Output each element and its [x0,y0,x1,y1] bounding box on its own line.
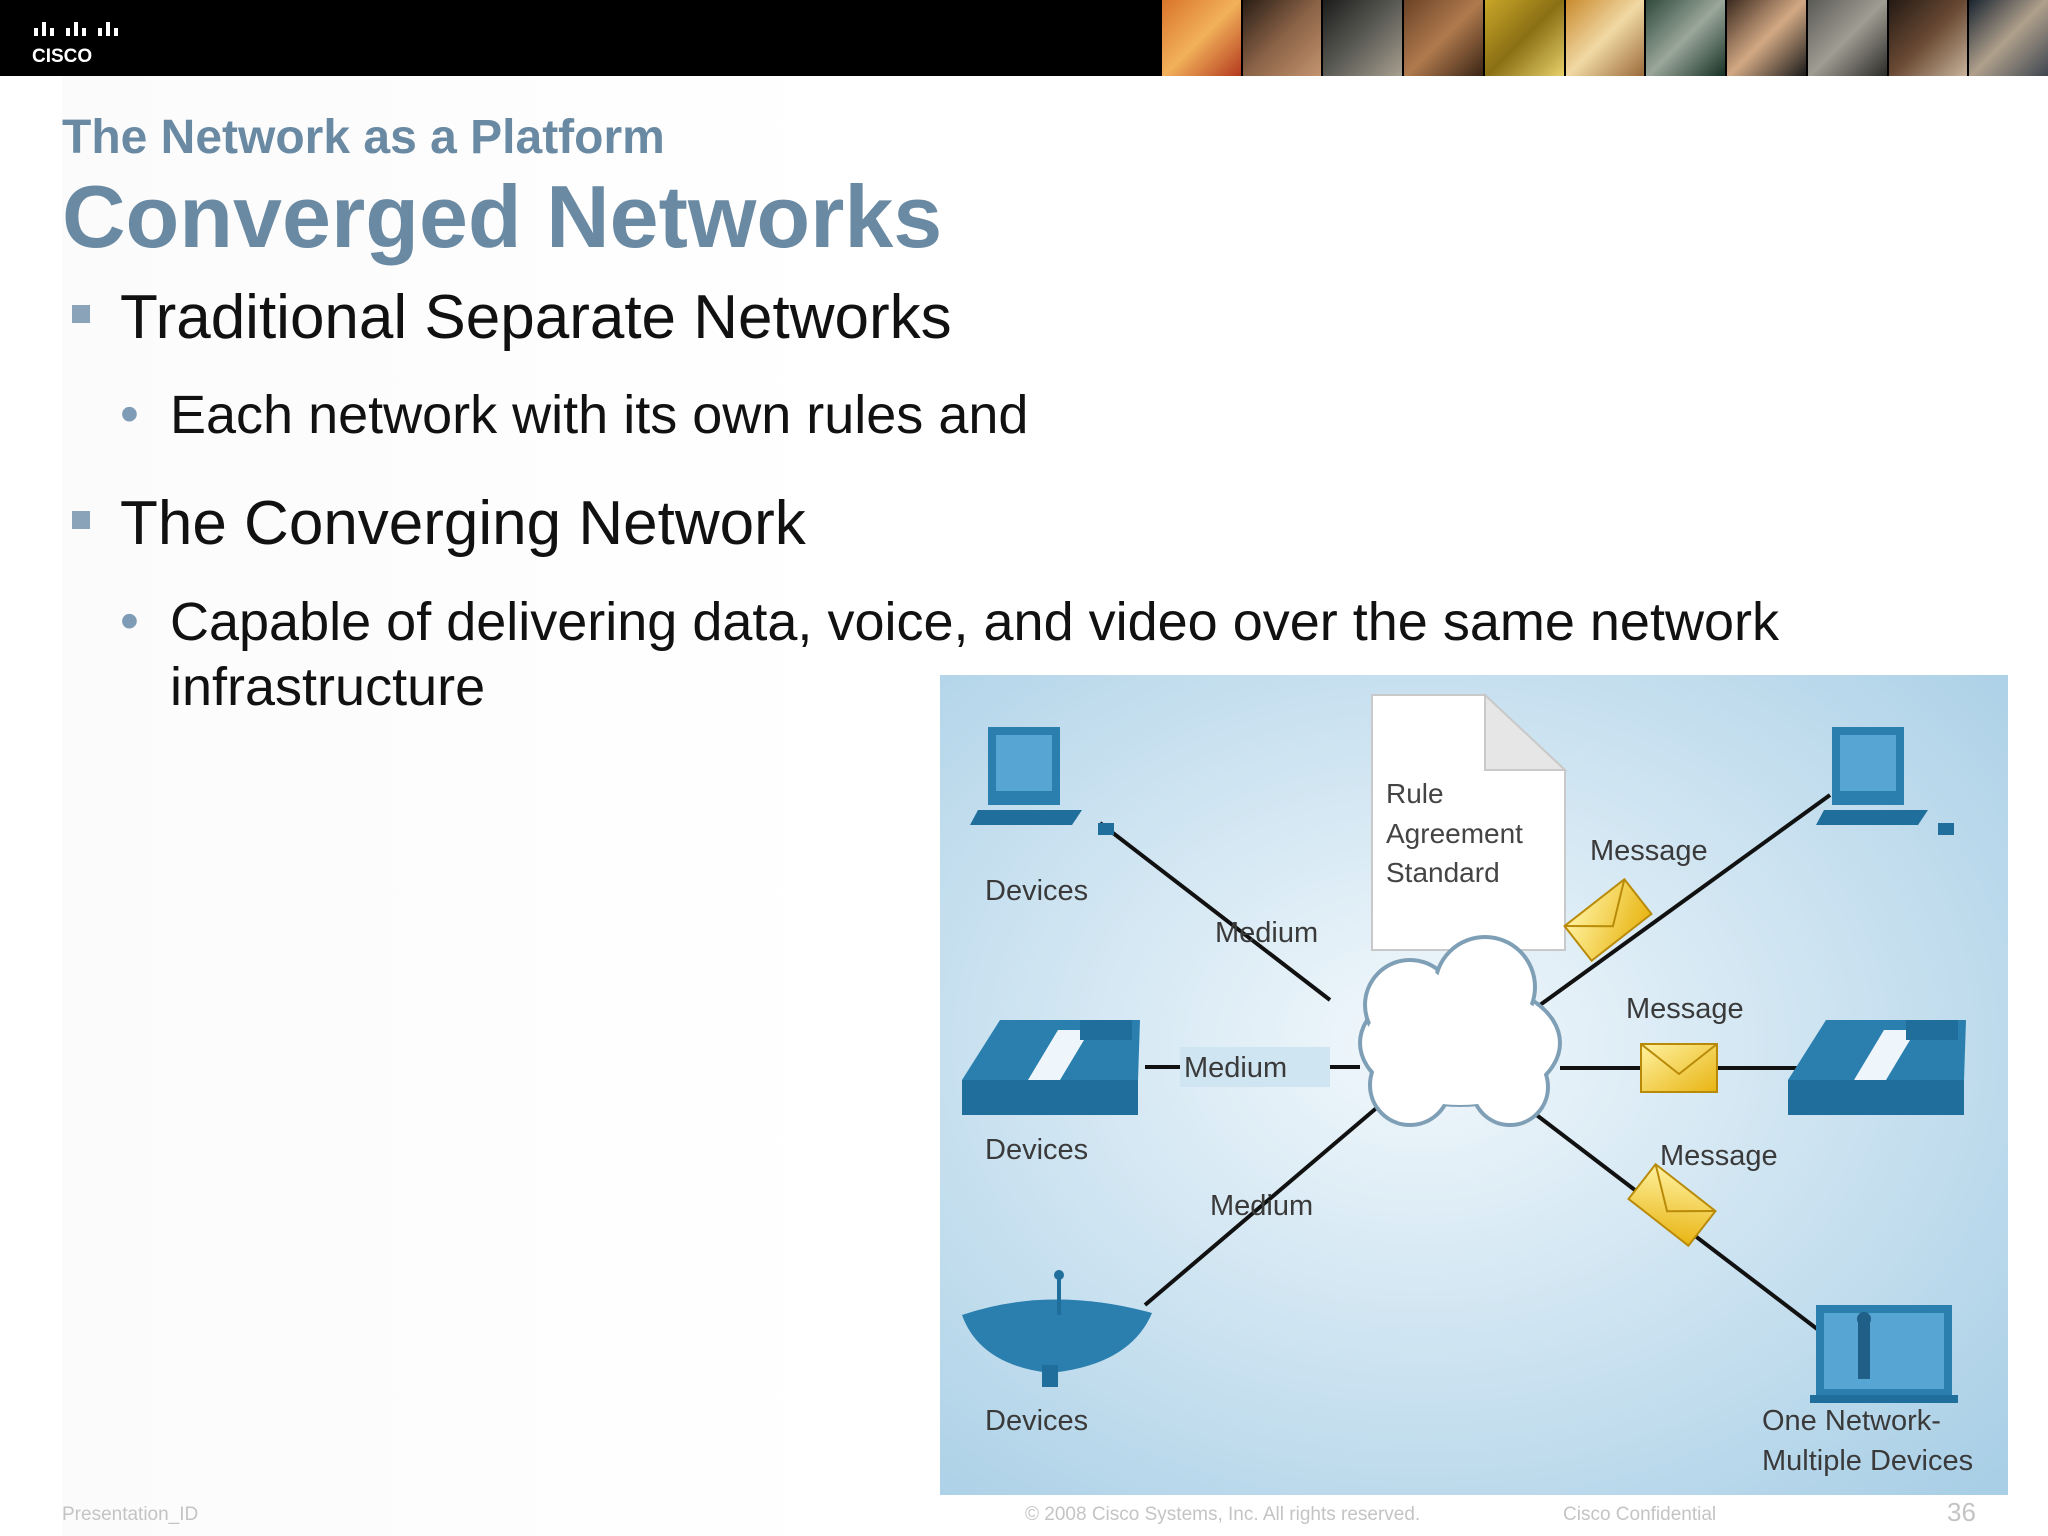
phone-icon-left [962,1020,1140,1115]
rule-document: Rule Agreement Standard [1371,692,1568,951]
computer-icon-right [1816,727,1954,835]
rule-line-2: Agreement [1386,818,1523,849]
message-label-middle: Message [1626,993,1744,1025]
bullet-text: The Converging Network [120,489,806,558]
sub-bullet-text: Each network with its own rules and [170,385,1029,445]
dot-bullet-icon: • [120,384,139,444]
bullet-converging-network: The Converging Network [72,488,806,559]
envelope-icon-middle [1640,1043,1718,1093]
rule-line-3: Standard [1386,857,1500,888]
slide-title: Converged Networks [62,167,943,266]
message-label-bottom: Message [1660,1140,1778,1172]
phone-icon-right [1788,1020,1966,1115]
medium-label-middle: Medium [1184,1052,1287,1084]
envelope-icon-bottom [1627,1162,1717,1248]
converged-network-diagram: Rule Agreement Standard Devices Devices … [940,675,2008,1495]
photo-strip [1160,0,2048,76]
devices-label-bottom: Devices [985,1405,1088,1437]
message-label-top: Message [1590,835,1708,867]
page-number: 36 [1947,1497,1976,1527]
satellite-dish-icon [962,1270,1152,1387]
bullet-text: Traditional Separate Networks [120,283,952,352]
devices-label-middle: Devices [985,1134,1088,1166]
copyright-text: © 2008 Cisco Systems, Inc. All rights re… [1025,1504,1421,1525]
one-network-line-2: Multiple Devices [1762,1445,1973,1477]
square-bullet-icon [72,510,90,529]
devices-label-top: Devices [985,875,1088,907]
presentation-id: Presentation_ID [62,1504,199,1525]
square-bullet-icon [72,304,90,323]
one-network-line-1: One Network- [1762,1405,1941,1437]
computer-icon-left [970,727,1114,835]
top-banner: CISCO [0,0,2048,76]
cisco-logo: CISCO [32,22,118,66]
sub-bullet-text: Capable of delivering data, voice, and v… [170,592,1779,717]
tv-screen-icon [1810,1305,1958,1403]
dot-bullet-icon: • [120,591,139,651]
cloud-icon [1358,935,1562,1127]
medium-label-top: Medium [1215,917,1318,949]
medium-label-bg [1180,1047,1330,1087]
bullet-traditional-networks: Traditional Separate Networks [72,282,952,353]
medium-label-bottom: Medium [1210,1190,1313,1222]
rule-line-1: Rule [1386,778,1444,809]
slide-subtitle: The Network as a Platform [62,111,665,164]
envelope-icon-top [1563,877,1653,963]
confidential-text: Cisco Confidential [1563,1504,1717,1525]
svg-text:CISCO: CISCO [32,46,92,66]
